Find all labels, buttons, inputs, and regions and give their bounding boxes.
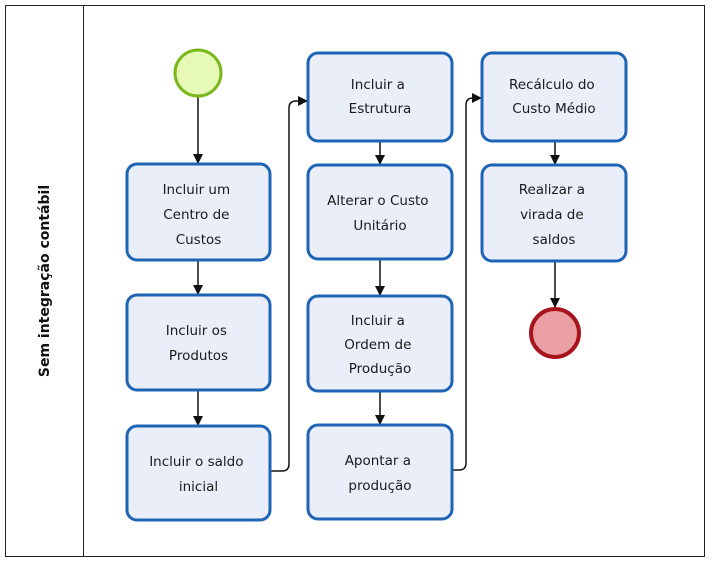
task-label: Incluir os Produtos [166, 323, 231, 364]
task-label: Incluir o saldo inicial [149, 454, 248, 495]
task-incluir-o-saldo-inicial[interactable]: Incluir o saldo inicial [125, 424, 272, 522]
task-label: Realizar a virada de saldos [519, 182, 590, 248]
task-label-line: inicial [179, 479, 218, 495]
sequence-flows [193, 93, 560, 472]
task-label-line: Incluir o saldo [149, 454, 243, 470]
start-event[interactable] [173, 48, 223, 98]
task-box [306, 51, 454, 143]
task-incluir-os-produtos[interactable]: Incluir os Produtos [125, 293, 272, 392]
flow-apontar-to-recalculo [452, 93, 482, 471]
task-label: Incluir a Estrutura [349, 77, 412, 117]
end-event[interactable] [529, 307, 581, 359]
task-label-line: Unitário [353, 218, 406, 234]
task-box [306, 294, 454, 393]
task-label-line: Incluir a [351, 313, 405, 329]
task-label-line: produção [348, 478, 411, 494]
task-label-line: Alterar o Custo [327, 193, 428, 209]
task-label-line: Incluir a [351, 77, 405, 93]
task-label-line: Custo Médio [512, 101, 595, 117]
task-label-line: Recálculo do [509, 77, 595, 93]
task-label-line: Realizar a [519, 182, 585, 198]
task-label-line: Centro de [163, 207, 229, 223]
task-box [480, 163, 628, 263]
task-realizar-a-virada-de-saldos[interactable]: Realizar a virada de saldos [480, 163, 628, 263]
task-recalculo-do-custo-medio[interactable]: Recálculo do Custo Médio [480, 51, 628, 143]
flow-saldo-to-estrutura [270, 96, 308, 472]
task-box [480, 51, 628, 143]
task-incluir-centro-de-custos[interactable]: Incluir um Centro de Custos [125, 162, 272, 262]
tasks: Incluir um Centro de Custos Incluir os P… [125, 51, 628, 522]
task-incluir-a-estrutura[interactable]: Incluir a Estrutura [306, 51, 454, 143]
task-label-line: Incluir um [163, 182, 231, 198]
task-incluir-a-ordem-de-producao[interactable]: Incluir a Ordem de Produção [306, 294, 454, 393]
task-box [306, 423, 454, 521]
task-label-line: Produtos [169, 348, 228, 364]
task-label: Recálculo do Custo Médio [509, 77, 599, 117]
lane-header: Sem integração contábil [6, 6, 84, 556]
task-label-line: virada de [520, 207, 584, 223]
task-label-line: Produção [349, 361, 412, 377]
task-label-line: Ordem de [344, 337, 411, 353]
task-label-line: Apontar a [345, 453, 411, 469]
task-box [125, 293, 272, 392]
task-alterar-o-custo-unitario[interactable]: Alterar o Custo Unitário [306, 163, 454, 261]
task-box [125, 424, 272, 522]
task-label: Incluir a Ordem de Produção [344, 313, 415, 377]
task-label-line: Custos [176, 232, 222, 248]
task-label-line: Incluir os [166, 323, 227, 339]
task-apontar-a-producao[interactable]: Apontar a produção [306, 423, 454, 521]
task-label: Apontar a produção [345, 453, 416, 494]
task-box [306, 163, 454, 261]
task-label-line: saldos [533, 232, 576, 248]
task-label: Incluir um Centro de Custos [163, 182, 235, 248]
task-label-line: Estrutura [349, 101, 412, 117]
task-box [125, 162, 272, 262]
task-label: Alterar o Custo Unitário [327, 193, 433, 234]
